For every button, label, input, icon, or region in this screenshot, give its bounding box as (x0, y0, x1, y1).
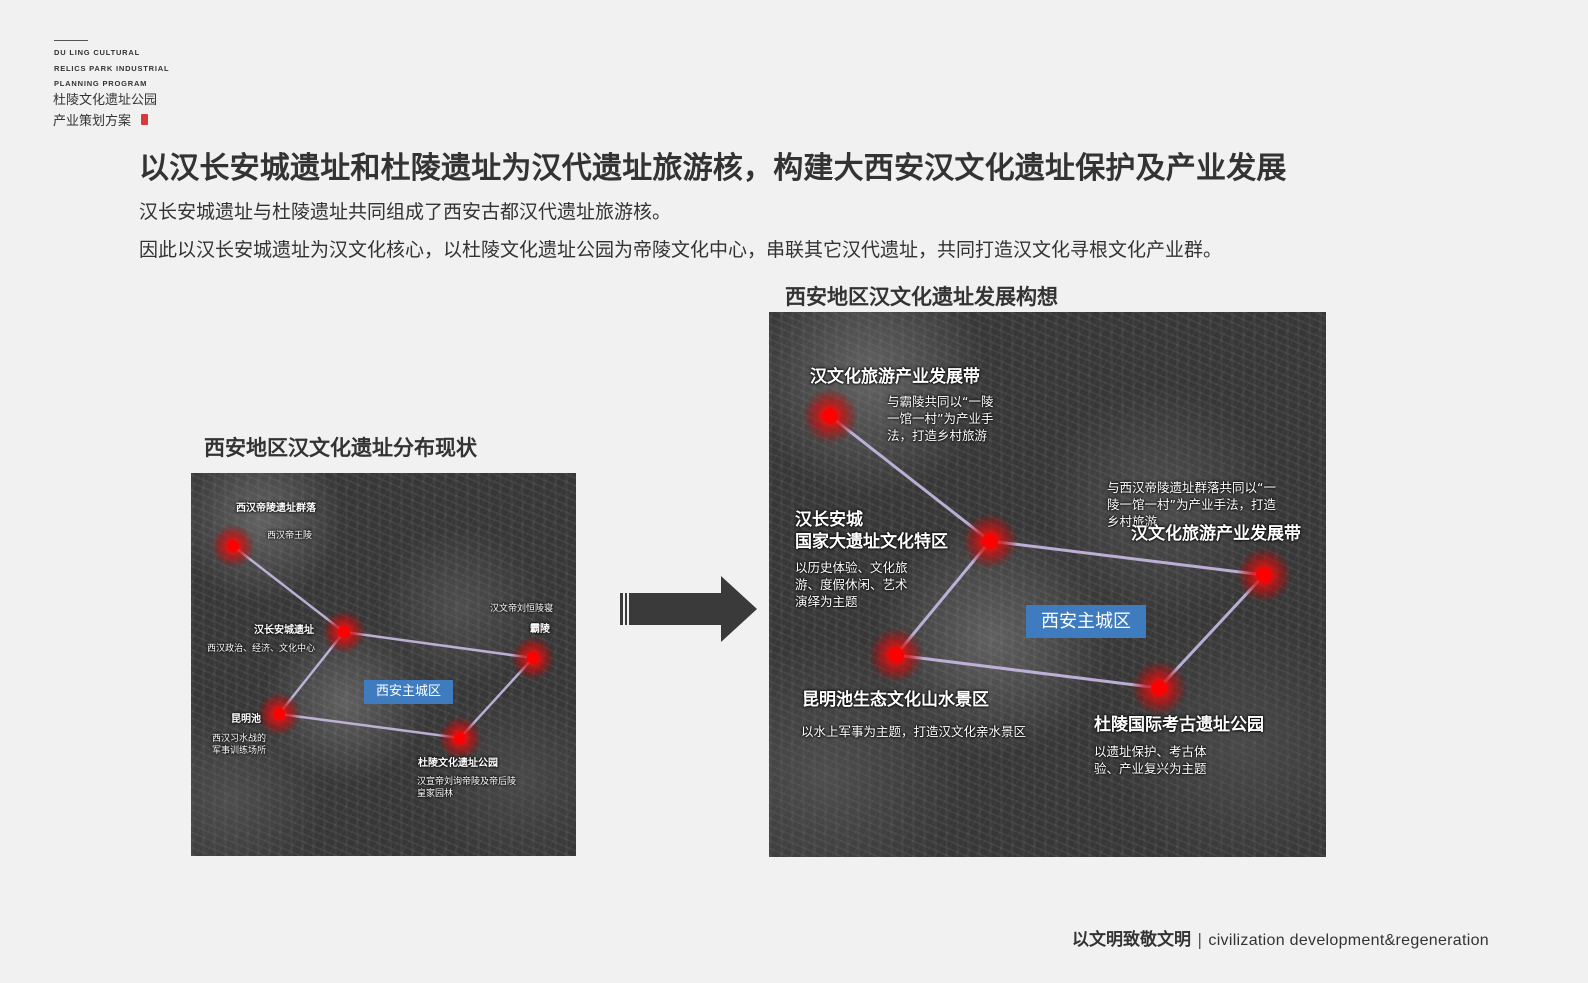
left-site-name: 汉长安城遗址 (254, 625, 314, 636)
right-site-name: 汉长安城 国家大遗址文化特区 (795, 509, 948, 553)
desc-line: 军事训练场所 (212, 746, 267, 756)
left-site-desc: 西汉政治、经济、文化中心 (207, 644, 316, 654)
footer-slogan-en: civilization development&regeneration (1208, 932, 1489, 949)
left-site-name: 昆明池 (231, 714, 261, 725)
right-site-markers (802, 388, 1292, 716)
right-site-desc: 以遗址保护、考古体 验、产业复兴为主题 (1094, 743, 1207, 777)
right-site-name: 杜陵国际考古遗址公园 (1094, 715, 1264, 735)
desc-line: 以遗址保护、考古体 (1094, 744, 1207, 759)
right-map-title: 西安地区汉文化遗址发展构想 (785, 285, 1058, 309)
right-site-desc: 与霸陵共同以“一陵 一馆一村”为产业手 法，打造乡村旅游 (887, 393, 993, 444)
desc-line: 与西汉帝陵遗址群落共同以“一 (1107, 480, 1276, 495)
right-site-name: 昆明池生态文化山水景区 (802, 690, 989, 710)
red-dot-core (273, 708, 285, 720)
red-dot-core (1256, 567, 1272, 583)
left-map: 西汉帝陵遗址群落 西汉帝王陵 汉长安城遗址 西汉政治、经济、文化中心 汉文帝刘恒… (191, 473, 576, 856)
logo-en-line-2: RELICS PARK INDUSTRIAL (54, 63, 170, 73)
logo-english: DU LING CULTURAL RELICS PARK INDUSTRIAL … (54, 45, 169, 92)
red-dot-core (527, 652, 539, 664)
page-description-1: 汉长安城遗址与杜陵遗址共同组成了西安古都汉代遗址旅游核。 (139, 201, 672, 223)
left-site-desc: 汉文帝刘恒陵寝 (490, 604, 554, 614)
right-site-desc: 以历史体验、文化旅 游、度假休闲、艺术 演绎为主题 (795, 559, 908, 610)
red-dot-core (454, 732, 466, 744)
desc-line: 验、产业复兴为主题 (1094, 761, 1207, 776)
left-site-name: 霸陵 (530, 624, 550, 635)
desc-line: 皇家园林 (417, 789, 454, 799)
right-site-desc: 以水上军事为主题，打造汉文化亲水景区 (801, 724, 1027, 739)
left-zone-badge: 西安主城区 (364, 680, 453, 704)
desc-line: 演绎为主题 (795, 594, 858, 609)
footer-slogan-cn: 以文明致敬文明 (1072, 930, 1191, 950)
left-map-network (211, 524, 555, 760)
logo-en-line-1: DU LING CULTURAL (54, 48, 140, 57)
left-site-name: 杜陵文化遗址公园 (418, 758, 498, 769)
page-description-2: 因此以汉长安城遗址为汉文化核心，以杜陵文化遗址公园为帝陵文化中心，串联其它汉代遗… (139, 239, 1223, 261)
right-site-desc: 与西汉帝陵遗址群落共同以“一 陵一馆一村”为产业手法，打造 乡村旅游 (1107, 479, 1276, 530)
right-site-name: 汉文化旅游产业发展带 (810, 367, 980, 387)
logo-cn-line-2: 产业策划方案 (53, 114, 132, 129)
desc-line: 西汉习水战的 (212, 734, 267, 744)
red-dot-core (982, 533, 998, 549)
red-dot-core (338, 626, 350, 638)
name-line: 国家大遗址文化特区 (795, 532, 948, 552)
right-zone-badge: 西安主城区 (1026, 605, 1146, 638)
desc-line: 游、度假休闲、艺术 (795, 577, 908, 592)
right-connector (895, 653, 1160, 690)
left-connector (232, 545, 345, 633)
left-site-desc: 西汉习水战的 军事训练场所 (212, 733, 266, 757)
logo-cn-line-1: 杜陵文化遗址公园 (53, 93, 158, 108)
desc-line: 陵一馆一村”为产业手法，打造 (1107, 497, 1276, 512)
red-dot-core (822, 408, 838, 424)
page-title: 以汉长安城遗址和杜陵遗址为汉代遗址旅游核，构建大西安汉文化遗址保护及产业发展 (139, 151, 1287, 186)
logo-rule (54, 40, 88, 41)
name-line: 汉长安城 (795, 510, 863, 530)
right-map-network (802, 388, 1292, 716)
footer-separator: | (1197, 930, 1203, 949)
left-map-title: 西安地区汉文化遗址分布现状 (204, 436, 477, 460)
red-dot-core (227, 540, 239, 552)
left-connector (343, 630, 534, 660)
left-site-desc: 西汉帝王陵 (267, 531, 313, 541)
desc-line: 乡村旅游 (1107, 514, 1158, 529)
left-site-desc: 汉宣帝刘询帝陵及帝后陵 皇家园林 (417, 776, 516, 800)
right-connector (989, 539, 1265, 577)
red-dot-core (1151, 680, 1167, 696)
right-map: 汉文化旅游产业发展带 与霸陵共同以“一陵 一馆一村”为产业手 法，打造乡村旅游 … (769, 312, 1326, 857)
red-dot-core (888, 647, 904, 663)
left-site-name: 西汉帝陵遗址群落 (236, 503, 316, 514)
seal-icon (141, 114, 148, 125)
footer-slogan: 以文明致敬文明 | civilization development&regener… (1072, 925, 1489, 950)
right-arrow-icon (620, 576, 757, 642)
left-site-markers (211, 524, 555, 760)
desc-line: 与霸陵共同以“一陵 (887, 394, 994, 409)
desc-line: 汉宣帝刘询帝陵及帝后陵 (417, 777, 517, 787)
left-connector (278, 712, 461, 740)
desc-line: 一馆一村”为产业手 (887, 411, 994, 426)
right-site-name: 汉文化旅游产业发展带 (1131, 524, 1301, 544)
logo-en-line-3: PLANNING PROGRAM (54, 79, 148, 88)
desc-line: 法，打造乡村旅游 (887, 428, 988, 443)
desc-line: 以历史体验、文化旅 (795, 560, 908, 575)
right-connector (829, 414, 991, 543)
